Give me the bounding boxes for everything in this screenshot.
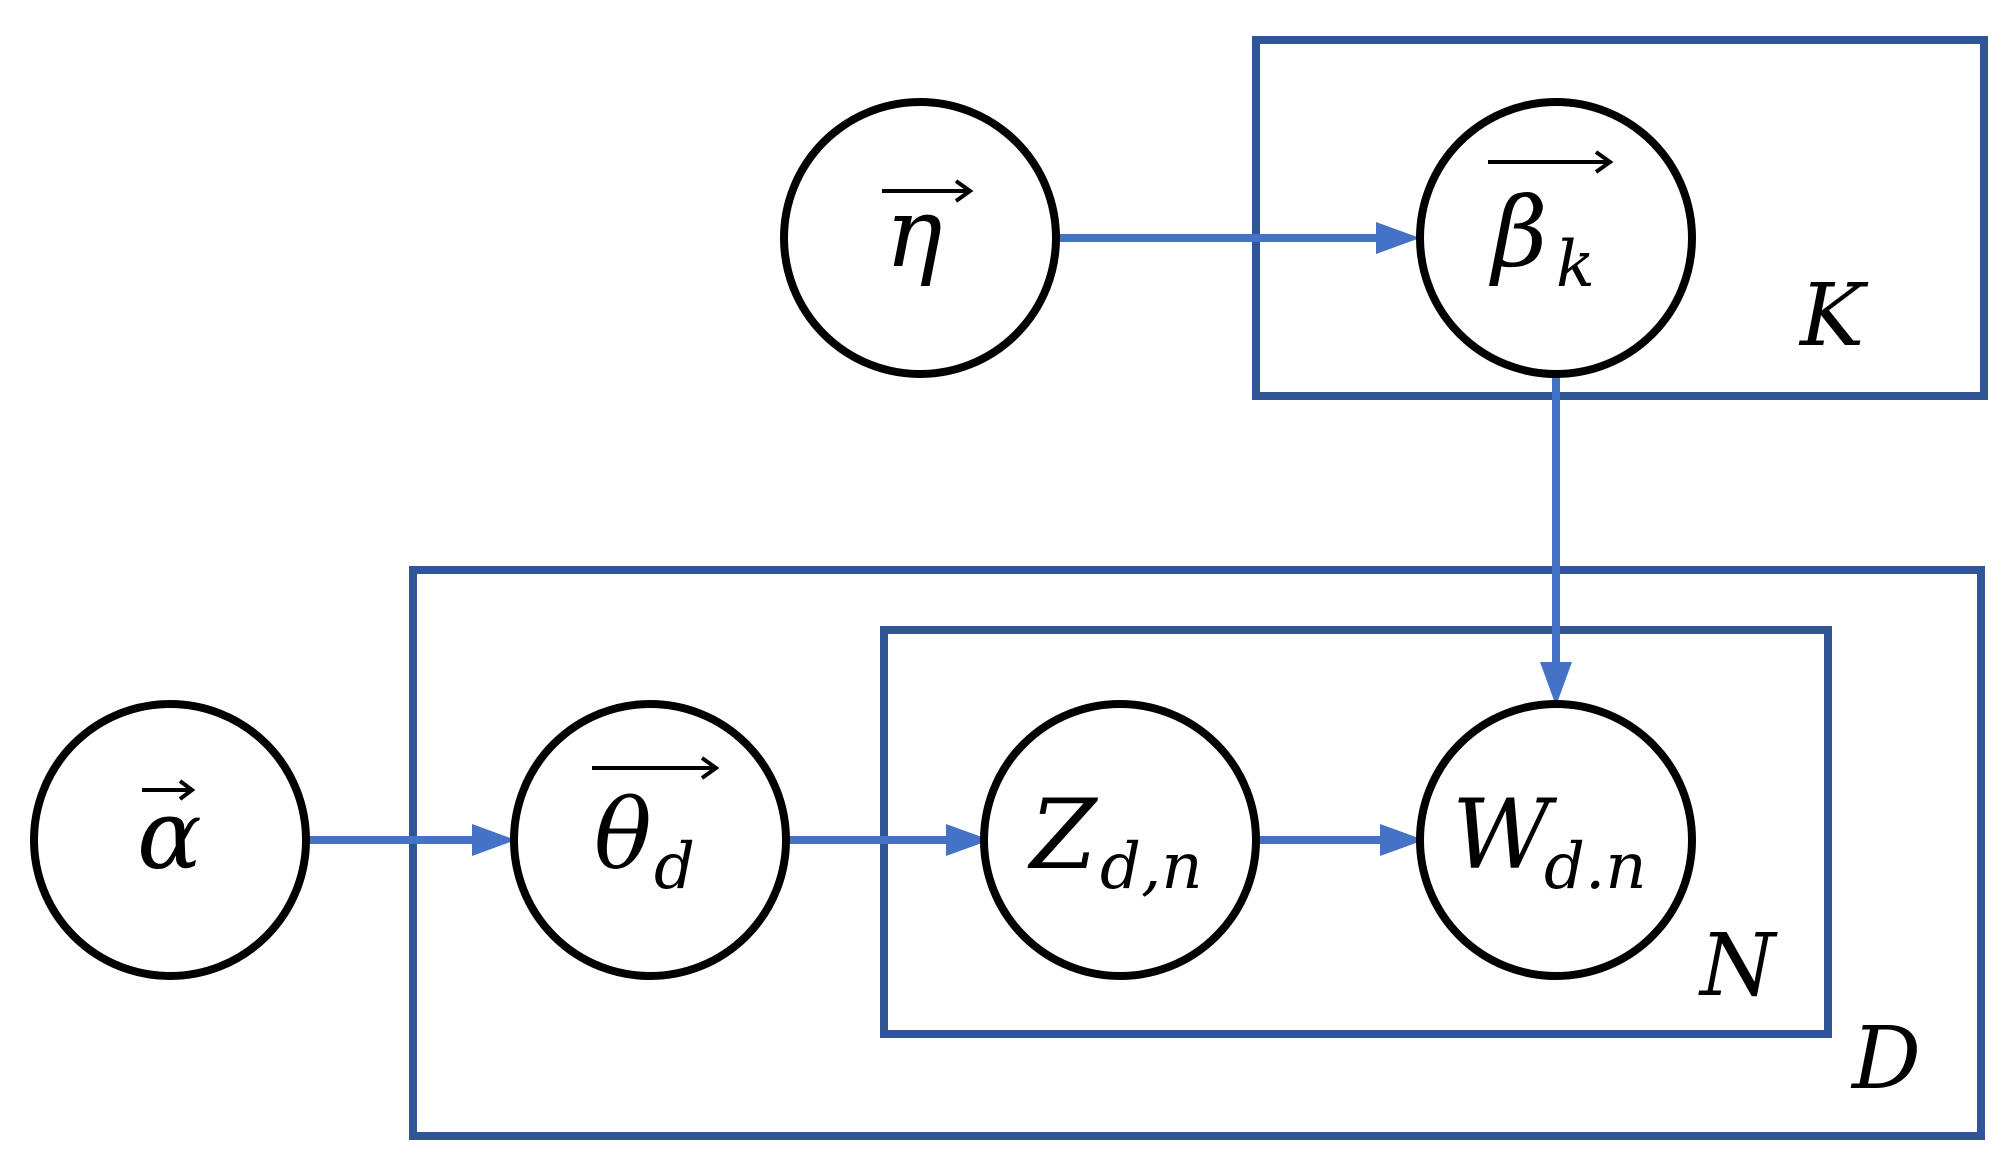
node-w-circle (1416, 700, 1696, 980)
node-theta-circle (510, 700, 790, 980)
edge-alpha-theta (306, 824, 516, 856)
node-w-symbol: W (1452, 779, 1558, 891)
vector-arrow-icon (142, 779, 196, 801)
edge-z-w-arrowhead (1380, 824, 1424, 856)
node-theta-subscript: d (654, 830, 695, 904)
node-z-subscript: d,n (1100, 830, 1203, 904)
plate-n: N (880, 626, 1832, 1038)
node-w-subscript: d.n (1544, 830, 1647, 904)
plate-n-label: N (1698, 916, 1778, 1016)
plate-n-border (880, 626, 1832, 1038)
edge-eta-beta (1058, 222, 1420, 254)
node-alpha: α (30, 700, 310, 980)
node-w: W d.n (1416, 700, 1696, 980)
plate-d-label: D (1850, 1009, 1921, 1109)
node-beta: β k (1416, 98, 1696, 378)
plate-d: D (409, 566, 1985, 1140)
vector-arrow-icon (592, 756, 720, 780)
node-theta: θ d (510, 700, 790, 980)
edge-alpha-theta-arrowhead (472, 824, 516, 856)
node-beta-symbol: β (1489, 177, 1548, 289)
node-alpha-circle (30, 700, 310, 980)
node-z-symbol: Z (1027, 779, 1099, 891)
node-eta-circle (780, 98, 1060, 378)
vector-arrow-icon (1488, 150, 1614, 174)
plate-k-border (1252, 36, 1988, 400)
edge-eta-beta-arrowhead (1376, 222, 1420, 254)
edge-theta-z (786, 824, 990, 856)
edge-theta-z-arrowhead (946, 824, 990, 856)
node-alpha-symbol: α (137, 779, 202, 891)
vector-arrow-icon (882, 179, 974, 203)
node-beta-subscript: k (1556, 228, 1595, 302)
edge-beta-w-arrowhead (1540, 662, 1572, 706)
plate-d-border (409, 566, 1985, 1140)
node-theta-symbol: θ (594, 779, 652, 891)
node-eta-symbol: η (885, 177, 943, 289)
plate-k: K (1252, 36, 1988, 400)
edge-beta-w (1540, 372, 1572, 706)
edge-z-w (1256, 824, 1424, 856)
plate-k-label: K (1798, 266, 1869, 366)
node-z: Z d,n (980, 700, 1260, 980)
node-z-circle (980, 700, 1260, 980)
node-eta: η (780, 98, 1060, 378)
node-beta-circle (1416, 98, 1696, 378)
